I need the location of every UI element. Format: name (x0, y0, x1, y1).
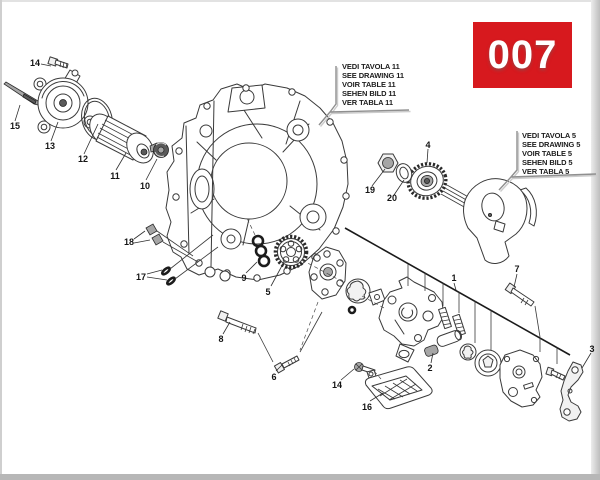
page-border-left (0, 0, 2, 480)
crankshaft (463, 178, 537, 264)
nut-19 (377, 153, 399, 173)
callout-line: SEHEN BILD 5 (522, 158, 573, 167)
callout-11-frame (318, 66, 411, 127)
callout-line: VER TABLA 5 (522, 167, 570, 176)
bolt-6 (273, 355, 300, 374)
part-label-18: 18 (124, 237, 134, 247)
oil-fitting-10 (149, 142, 169, 158)
rotor-small (459, 343, 477, 361)
clips-17 (161, 266, 176, 286)
relief-springs (438, 306, 466, 337)
page-number-badge: 007 (473, 22, 572, 88)
bracket-3 (559, 361, 584, 422)
part-label-14a: 14 (30, 58, 40, 68)
cover-bolt (545, 366, 566, 381)
water-pump-bolt (47, 56, 69, 69)
callout-5-frame (498, 131, 598, 192)
callout-line: SEHEN BILD 11 (342, 89, 397, 98)
part-label-19: 19 (365, 185, 375, 195)
callout-see-drawing-5: VEDI TAVOLA 5 SEE DRAWING 5 VOIR TABLE 5… (522, 131, 580, 176)
part-label-10: 10 (140, 181, 150, 191)
part-label-14b: 14 (332, 380, 342, 390)
part-label-16: 16 (362, 402, 372, 412)
pump-body-plate (308, 246, 347, 300)
part-label-8: 8 (218, 334, 223, 344)
bolt-7 (504, 282, 535, 307)
page-border-bottom (0, 474, 600, 480)
part-label-9: 9 (241, 273, 246, 283)
part-label-13: 13 (45, 141, 55, 151)
part-label-4: 4 (425, 140, 430, 150)
callout-see-drawing-11: VEDI TAVOLA 11 SEE DRAWING 11 VOIR TABLE… (342, 62, 404, 107)
construction-lines (156, 215, 541, 380)
pump-sprocket (273, 234, 309, 270)
part-labels: 1 2 3 4 5 6 7 8 9 10 11 12 13 14 14 15 1… (10, 58, 595, 412)
washer-20 (395, 163, 413, 183)
part-label-20: 20 (387, 193, 397, 203)
callout-line: SEE DRAWING 5 (522, 140, 581, 149)
callout-line: VOIR TABLE 5 (522, 149, 572, 158)
callout-line: VER TABLA 11 (342, 98, 393, 107)
callout-line: VEDI TAVOLA 11 (342, 62, 400, 71)
bolt-8 (217, 310, 257, 335)
water-pump (33, 69, 97, 134)
oil-strainer (364, 366, 433, 410)
pump-housing (378, 276, 445, 363)
part-label-6: 6 (271, 372, 276, 382)
part-label-17: 17 (136, 272, 146, 282)
page-border-top (0, 0, 600, 2)
part-label-12: 12 (78, 154, 88, 164)
part-label-2: 2 (427, 363, 432, 373)
o-rings-9 (251, 234, 271, 268)
callout-line: VOIR TABLE 11 (342, 80, 396, 89)
part-label-7: 7 (514, 264, 519, 274)
crankcase (165, 83, 350, 282)
pump-cover (499, 349, 543, 408)
rotor-outer (474, 349, 502, 377)
part-label-11: 11 (110, 171, 120, 181)
water-pump-rod (3, 81, 39, 106)
part-label-3: 3 (589, 344, 594, 354)
oil-filter (89, 113, 154, 164)
assembly-line-1 (344, 227, 571, 364)
relief-plunger (436, 329, 463, 347)
leader-lines (14, 63, 592, 402)
page-border-right (591, 0, 600, 480)
part-label-1: 1 (451, 273, 456, 283)
callout-line: SEE DRAWING 11 (342, 71, 404, 80)
part-label-5: 5 (265, 287, 270, 297)
dowel-pins-18 (145, 223, 164, 246)
pin-2 (424, 344, 439, 357)
inner-rotor (345, 278, 386, 315)
callout-line: VEDI TAVOLA 5 (522, 131, 576, 140)
part-label-15: 15 (10, 121, 20, 131)
